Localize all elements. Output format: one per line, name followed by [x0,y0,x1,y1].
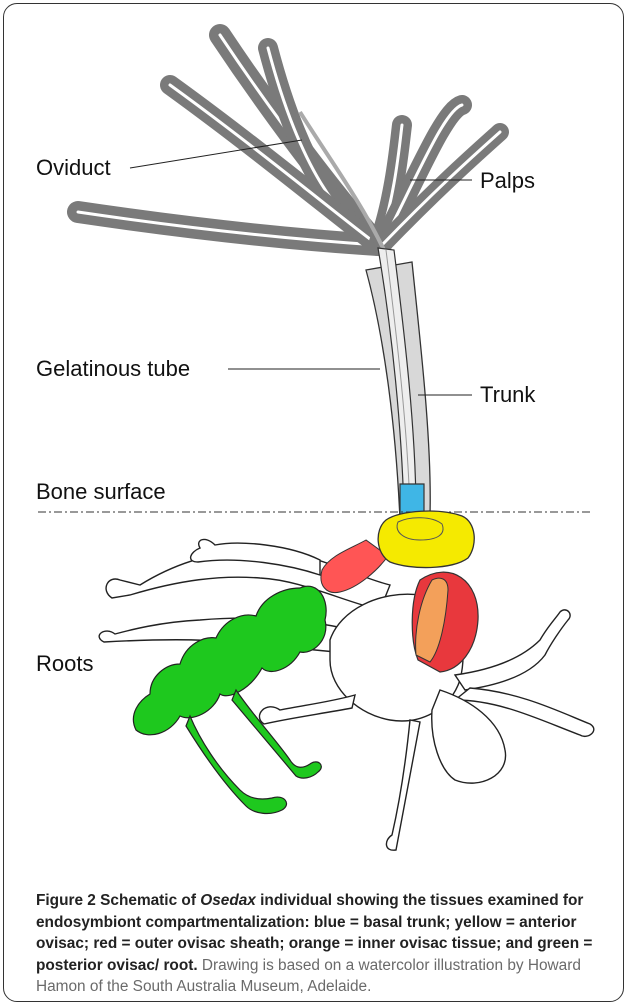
osedax-diagram [0,0,629,880]
caption-title-part1: Schematic of [100,892,196,909]
label-bone-surface: Bone surface [36,479,166,505]
label-gelatinous-tube: Gelatinous tube [36,356,190,382]
label-oviduct: Oviduct [36,155,111,181]
palps [78,35,500,245]
figure-caption: Figure 2 Schematic of Osedax individual … [36,890,614,998]
figure-label: Figure 2 [36,892,96,909]
label-palps: Palps [480,168,535,194]
label-trunk: Trunk [480,382,535,408]
caption-genus: Osedax [200,892,256,909]
label-roots: Roots [36,651,93,677]
